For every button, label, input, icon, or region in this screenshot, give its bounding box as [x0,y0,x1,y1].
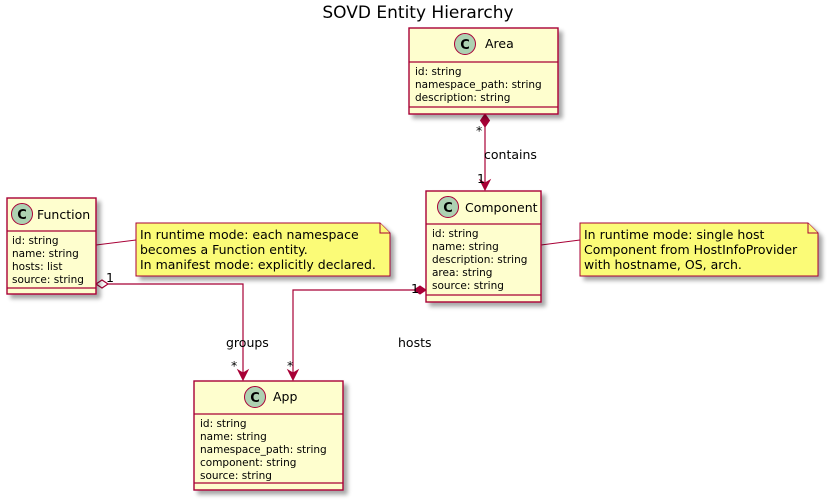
class-glyph: C [250,391,260,406]
edge-area-component [478,113,492,192]
attribute: id: string [200,418,247,430]
class-circle-icon [437,196,459,218]
attribute: area: string [432,267,492,279]
diagram-title: SOVD Entity Hierarchy [322,3,513,23]
class-component[interactable]: C Component id: string name: string desc… [425,190,542,303]
note-line: Component from HostInfoProvider [584,242,798,257]
class-name: App [273,389,297,404]
note-line: In manifest mode: explicitly declared. [140,257,376,272]
attribute: description: string [415,92,510,104]
class-area[interactable]: C Area id: string namespace_path: string… [408,27,559,115]
class-name: Function [37,207,90,222]
attribute: component: string [200,457,296,469]
attribute: source: string [432,280,504,292]
arrow-head [286,368,300,382]
class-glyph: C [17,208,27,223]
aggregation-diamond [94,279,110,289]
class-glyph: C [443,201,453,216]
edge-function-app [94,279,250,382]
note-component: In runtime mode: single host Component f… [579,222,819,277]
attribute: source: string [200,470,272,482]
attribute: source: string [12,274,84,286]
label-hosts: hosts [398,335,432,350]
attribute: description: string [432,254,527,266]
label-groups: groups [226,335,269,350]
attribute: hosts: list [12,261,62,273]
class-glyph: C [460,38,470,53]
mult-app-target-groups: * [231,358,237,373]
edge-component-app [286,285,427,382]
attribute: id: string [12,235,59,247]
class-circle-icon [454,33,476,55]
arrow-head [478,178,492,192]
attribute: id: string [415,66,462,78]
mult-component-source: 1 [411,281,419,296]
class-name: Component [465,200,538,215]
mult-function-source: 1 [106,270,114,285]
note-line: with hostname, OS, arch. [584,257,742,272]
mult-area-source: * [476,123,482,138]
note-connector-function [95,239,137,246]
note-line: In runtime mode: single host [584,227,764,242]
class-circle-icon [11,203,33,225]
class-circle-icon [244,386,266,408]
attribute: name: string [200,431,267,443]
label-contains: contains [484,147,537,162]
note-line: becomes a Function entity. [140,242,308,257]
mult-app-target-hosts: * [287,358,293,373]
attribute: name: string [12,248,79,260]
note-connector-component [540,239,581,246]
class-function[interactable]: C Function id: string name: string hosts… [6,197,97,295]
note-line: In runtime mode: each namespace [140,227,359,242]
class-name: Area [485,36,514,51]
arrow-head [236,368,250,382]
class-app[interactable]: C App id: string name: string namespace_… [193,380,344,491]
attribute: namespace_path: string [415,79,542,91]
note-function: In runtime mode: each namespace becomes … [135,222,391,277]
attribute: id: string [432,228,479,240]
mult-component-target: 1 [477,171,485,186]
composition-diamond [413,285,427,295]
attribute: name: string [432,241,499,253]
composition-diamond [479,113,491,128]
attribute: namespace_path: string [200,444,327,456]
